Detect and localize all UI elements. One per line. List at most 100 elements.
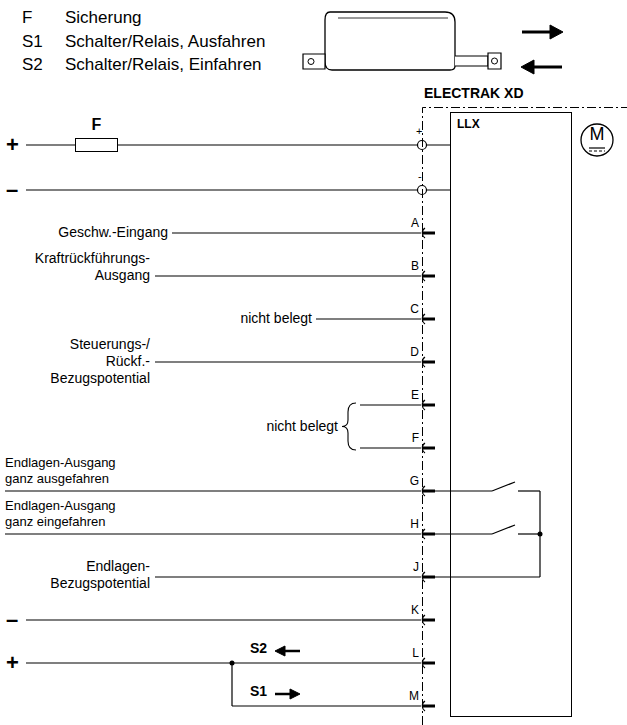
label-slot: B	[405, 259, 419, 273]
label-slot: nicht belegt	[192, 310, 312, 327]
label-slot: Sicherung	[65, 8, 142, 28]
supply-wire	[26, 144, 75, 145]
label-slot: Endlagen-Ausgang ganz eingefahren	[5, 498, 145, 529]
pin-contact	[423, 361, 435, 364]
housing-outline	[422, 107, 627, 725]
signal-label: S2	[22, 55, 43, 75]
retract-arrow	[532, 66, 562, 69]
signal-label: Endlagen-Ausgang ganz eingefahren	[5, 498, 145, 529]
signal-label: +	[6, 132, 19, 158]
label-slot: Steuerungs-/ Rückf.- Bezugspotential	[30, 336, 150, 386]
junction-dot	[538, 532, 543, 537]
signal-label: Kraftrückführungs- Ausgang	[2, 250, 150, 284]
node-label: LLX	[457, 117, 577, 131]
label-slot: S1	[22, 32, 43, 52]
pin-contact	[423, 490, 435, 493]
pin-wire	[172, 232, 421, 233]
s1-arrow	[275, 693, 292, 696]
limit-wire	[518, 490, 540, 491]
pin-wire	[155, 275, 421, 276]
brace	[342, 403, 356, 450]
pin-contact	[423, 662, 435, 665]
pin-contact	[423, 275, 435, 278]
pin-wire	[5, 490, 421, 491]
signal-label: –	[6, 607, 18, 633]
pin-wire	[5, 533, 421, 534]
label-slot: nicht belegt	[218, 418, 338, 435]
rod-end	[488, 53, 501, 69]
label-slot: Geschw.-Eingang	[0, 224, 168, 241]
signal-label: S1	[22, 32, 43, 52]
label-slot: D	[405, 345, 419, 359]
label-slot: G	[405, 474, 419, 488]
rod-hole	[492, 58, 498, 64]
pin-name: A	[405, 216, 419, 230]
limit-wire	[435, 490, 492, 491]
pin-contact	[423, 232, 435, 235]
pin-name: F	[405, 431, 419, 445]
label-slot: C	[405, 302, 419, 316]
label-slot: H	[405, 517, 419, 531]
signal-label: Geschw.-Eingang	[0, 224, 168, 241]
retract-arrow-head	[521, 60, 534, 74]
label-slot: +	[6, 650, 19, 676]
pin-name: M	[405, 689, 419, 703]
limit-wire	[518, 533, 540, 534]
limit-wire	[435, 533, 492, 534]
pin-wire	[316, 318, 421, 319]
signal-label: S1	[250, 683, 267, 700]
signal-label: Steuerungs-/ Rückf.- Bezugspotential	[30, 336, 150, 386]
label-slot: S2	[250, 640, 267, 657]
pin-contact	[423, 533, 435, 536]
label-slot: Schalter/Relais, Ausfahren	[65, 32, 265, 52]
label-slot: E	[405, 388, 419, 402]
pin-wire	[360, 404, 421, 405]
pin-name: L	[405, 646, 419, 660]
extend-arrow	[522, 31, 552, 34]
extend-arrow-head	[550, 25, 563, 39]
actuator-body-edge	[338, 18, 448, 19]
node-label: ELECTRAK XD	[424, 85, 627, 102]
node-label: M	[580, 124, 614, 146]
signal-label: nicht belegt	[218, 418, 338, 435]
label-slot: M	[405, 689, 419, 703]
pin-name: G	[405, 474, 419, 488]
label-slot: A	[405, 216, 419, 230]
pin-wire	[155, 576, 421, 577]
signal-label: Schalter/Relais, Ausfahren	[65, 32, 265, 52]
actuator-rear-mount	[303, 54, 325, 69]
supply-wire	[118, 144, 450, 145]
pin-name: C	[405, 302, 419, 316]
pin-wire	[155, 361, 421, 362]
label-slot: F	[405, 431, 419, 445]
pin-wire	[26, 619, 421, 620]
s2-arrow-head	[275, 646, 285, 656]
label-slot: +	[416, 125, 422, 138]
signal-label: Endlagen- Bezugspotential	[25, 558, 150, 592]
pin-contact	[423, 404, 435, 407]
limit-switch-blade	[492, 525, 515, 534]
motor-symbol: M	[580, 123, 614, 157]
label-slot: L	[405, 646, 419, 660]
pin-name: K	[405, 603, 419, 617]
mount-hole	[308, 59, 314, 65]
label-slot: Endlagen- Bezugspotential	[25, 558, 150, 592]
control-board: LLX	[450, 112, 572, 717]
pin-contact	[423, 705, 435, 708]
pin-name: D	[405, 345, 419, 359]
pin-name: H	[405, 517, 419, 531]
label-slot: -	[418, 170, 422, 183]
supply-wire	[26, 189, 450, 190]
pin-name: E	[405, 388, 419, 402]
signal-label: Schalter/Relais, Einfahren	[65, 55, 262, 75]
pin-name: -	[418, 170, 422, 183]
label-slot: Endlagen-Ausgang ganz ausgefahren	[5, 455, 145, 486]
pin-contact	[423, 447, 435, 450]
s2-arrow	[283, 650, 300, 653]
label-slot: Kraftrückführungs- Ausgang	[2, 250, 150, 284]
actuator-rod	[455, 56, 488, 66]
pin-wire	[26, 662, 421, 663]
junction-dot	[230, 661, 235, 666]
